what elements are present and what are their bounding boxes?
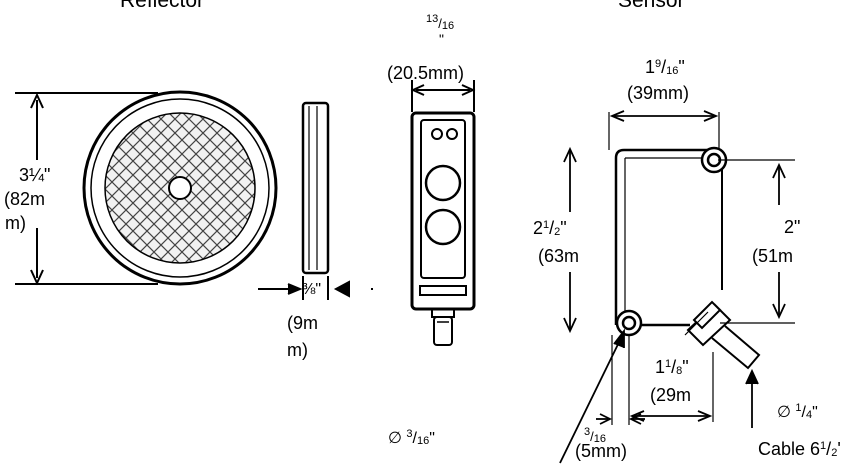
sensor-width-inches: 19/16" [645,57,685,77]
angled-cable-fitting [684,300,761,370]
lens-diameter: ∅ 3/16" [388,428,435,448]
front-width-quote: " [439,31,444,47]
emitter-lens [424,164,462,202]
indicator-led-left [431,128,443,140]
reflector-height-mm-line1: (82m [4,189,46,209]
reflector-thickness-inches: ⅜" [302,281,322,298]
mount-spacing-mm: (51m [752,246,794,266]
sensor-side-dimensions [559,110,795,464]
indicator-led-right [446,128,458,140]
reflector-header: Reflector [120,0,205,12]
sensor-side-view [614,146,761,370]
mount-spacing-inches: 2" [784,217,801,237]
reflector-thickness-mm-line1: (9m [287,313,318,333]
sensor-height-inches: 21/2" [533,218,567,238]
hole-diameter-mm: (5mm) [575,441,627,461]
sensor-width-dimension-front [410,80,476,112]
cable-diameter: ∅ 1/4" [777,402,818,422]
reflector-height-mm-line2: m) [5,213,26,233]
cable-stub [433,316,453,346]
front-width-mm: (20.5mm) [387,63,465,83]
receiver-lens [424,208,462,246]
sensor-front-view [410,111,476,346]
hole-offset-inches: 11/8" [655,357,689,377]
reflector-center-hole [168,176,192,200]
mounting-hole-bottom [615,309,643,337]
reflector-inner-ring [90,98,270,278]
sensor-height-mm: (63m [538,246,580,266]
front-width-fraction: 13/16 [426,13,455,32]
tick-mark [371,288,373,290]
thickness-dimension [258,276,350,300]
hole-diameter-fraction: 3/16 [584,426,606,445]
sensor-label-plate [419,285,467,296]
reflector-thickness-mm-line2: m) [287,340,308,360]
hole-offset-mm: (29m [650,385,692,405]
reflector-height-inches: 3¼" [19,165,51,185]
sensor-header: Sensor [618,0,685,12]
reflector-front-view [82,90,278,286]
cable-length: Cable 61/2' [758,439,841,459]
reflector-height-dimension [15,92,158,286]
reflector-side-view [301,101,330,275]
sensor-width-mm: (39mm) [627,83,689,103]
reflector-lens-face [104,112,256,264]
